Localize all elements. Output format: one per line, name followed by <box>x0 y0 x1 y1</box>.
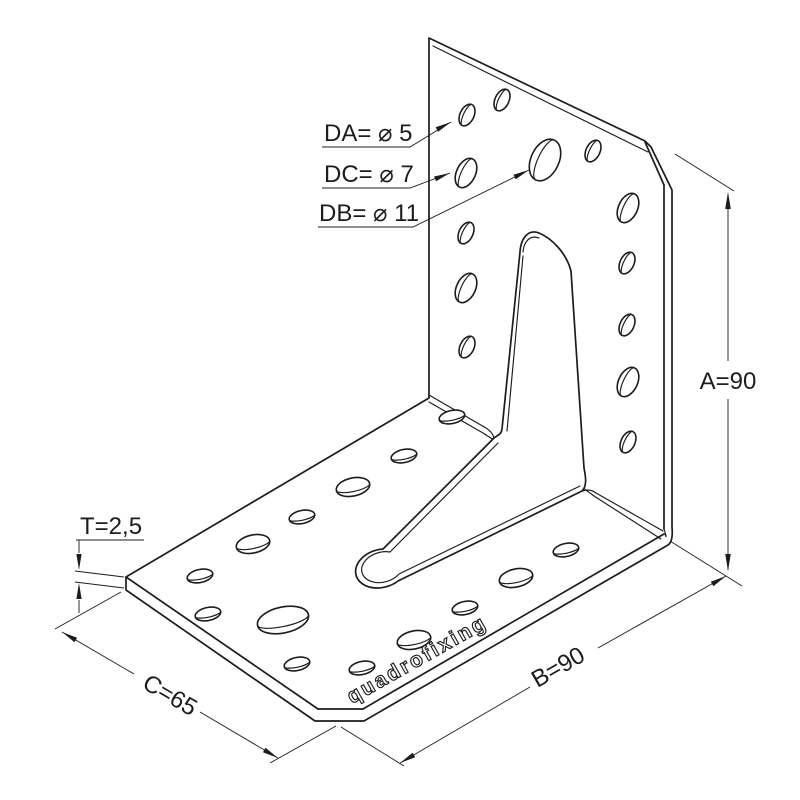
dim-t-arrow-down <box>76 554 82 570</box>
dim-a-text: A=90 <box>700 368 757 395</box>
hole-label-db-text: DB= ⌀ 11 <box>319 200 419 227</box>
bend-line-left-outer <box>428 394 495 439</box>
dim-b-line <box>399 575 727 764</box>
hole-d7 <box>454 157 478 189</box>
hole-label-dc-text: DC= ⌀ 7 <box>324 161 414 188</box>
hole-label-da: DA= ⌀ 5 <box>322 120 452 148</box>
hole-d7 <box>235 533 271 555</box>
dim-t-arrow-up <box>76 583 82 599</box>
leader-arrow-da <box>435 122 451 132</box>
hole-d5 <box>458 103 476 127</box>
hole-d7 <box>396 629 432 651</box>
dim-a-extension-bottom <box>669 540 743 587</box>
hole-d5 <box>457 221 475 245</box>
hole-d5 <box>451 600 479 616</box>
rib-apex-crease <box>522 236 540 253</box>
dim-c-text: C=65 <box>138 669 202 722</box>
hole-d7 <box>616 192 640 224</box>
hole-d5 <box>618 313 636 337</box>
rib-left-crease <box>506 255 524 432</box>
leader-line-da <box>322 121 452 148</box>
rib-outline <box>354 231 587 589</box>
dim-c-arrow-left <box>62 632 78 643</box>
hole-d7 <box>454 272 478 304</box>
hole-d5 <box>186 568 214 584</box>
dim-a-arrow-bottom <box>725 554 731 571</box>
hole-d5 <box>283 656 311 672</box>
hole-d11 <box>256 605 310 635</box>
base-front-left-top-edge <box>125 576 319 710</box>
dimension-t: T=2,5 <box>74 513 144 613</box>
dim-c-extension-right <box>269 725 337 764</box>
hole-d5 <box>348 660 376 676</box>
base-plate-holes <box>186 409 580 676</box>
hole-d5 <box>619 430 637 454</box>
hole-d5 <box>618 251 636 275</box>
hole-d5 <box>438 409 466 425</box>
hole-d5 <box>458 335 476 359</box>
hole-label-dc: DC= ⌀ 7 <box>322 161 451 189</box>
stiffening-rib <box>354 231 587 589</box>
dim-a-arrow-top <box>725 192 731 209</box>
dimension-a: A=90 <box>669 153 757 587</box>
hole-label-db: DB= ⌀ 11 <box>318 169 530 228</box>
dim-b-arrow-right <box>710 576 726 587</box>
leader-arrow-db <box>513 170 529 180</box>
leader-line-db <box>318 169 530 228</box>
dim-a-extension-top <box>674 153 735 192</box>
hole-d5 <box>552 542 580 558</box>
dim-t-text: T=2,5 <box>80 513 142 540</box>
dim-t-extension-bottom <box>74 581 125 589</box>
rib-tongue-inner-edge <box>361 442 581 584</box>
base-front-right-top-edge <box>362 533 665 710</box>
top-edge-thickness <box>432 45 649 153</box>
hole-d5 <box>288 509 316 525</box>
hole-d5 <box>390 448 418 464</box>
hole-d7 <box>335 476 371 498</box>
leader-arrow-dc <box>434 173 450 182</box>
hole-label-da-text: DA= ⌀ 5 <box>324 120 413 147</box>
hole-d7 <box>616 366 640 398</box>
dim-t-extension-top <box>74 570 125 578</box>
hole-d11 <box>528 138 562 182</box>
vertical-plate-holes <box>454 88 640 454</box>
bend-line-right-outer <box>582 489 664 532</box>
hole-d7 <box>498 567 534 589</box>
dim-b-arrow-left <box>400 752 416 763</box>
hole-d5 <box>194 606 222 622</box>
hole-d5 <box>584 139 602 163</box>
dim-b-text: B=90 <box>527 642 590 694</box>
base-right-corner-edge <box>663 528 667 538</box>
chamfer-front-edge <box>644 141 665 186</box>
dim-c-arrow-right <box>262 747 278 758</box>
plate-edges <box>125 45 667 710</box>
hole-d5 <box>493 88 511 112</box>
dim-b-extension-left <box>340 726 405 767</box>
dim-c-extension-left <box>54 591 122 630</box>
